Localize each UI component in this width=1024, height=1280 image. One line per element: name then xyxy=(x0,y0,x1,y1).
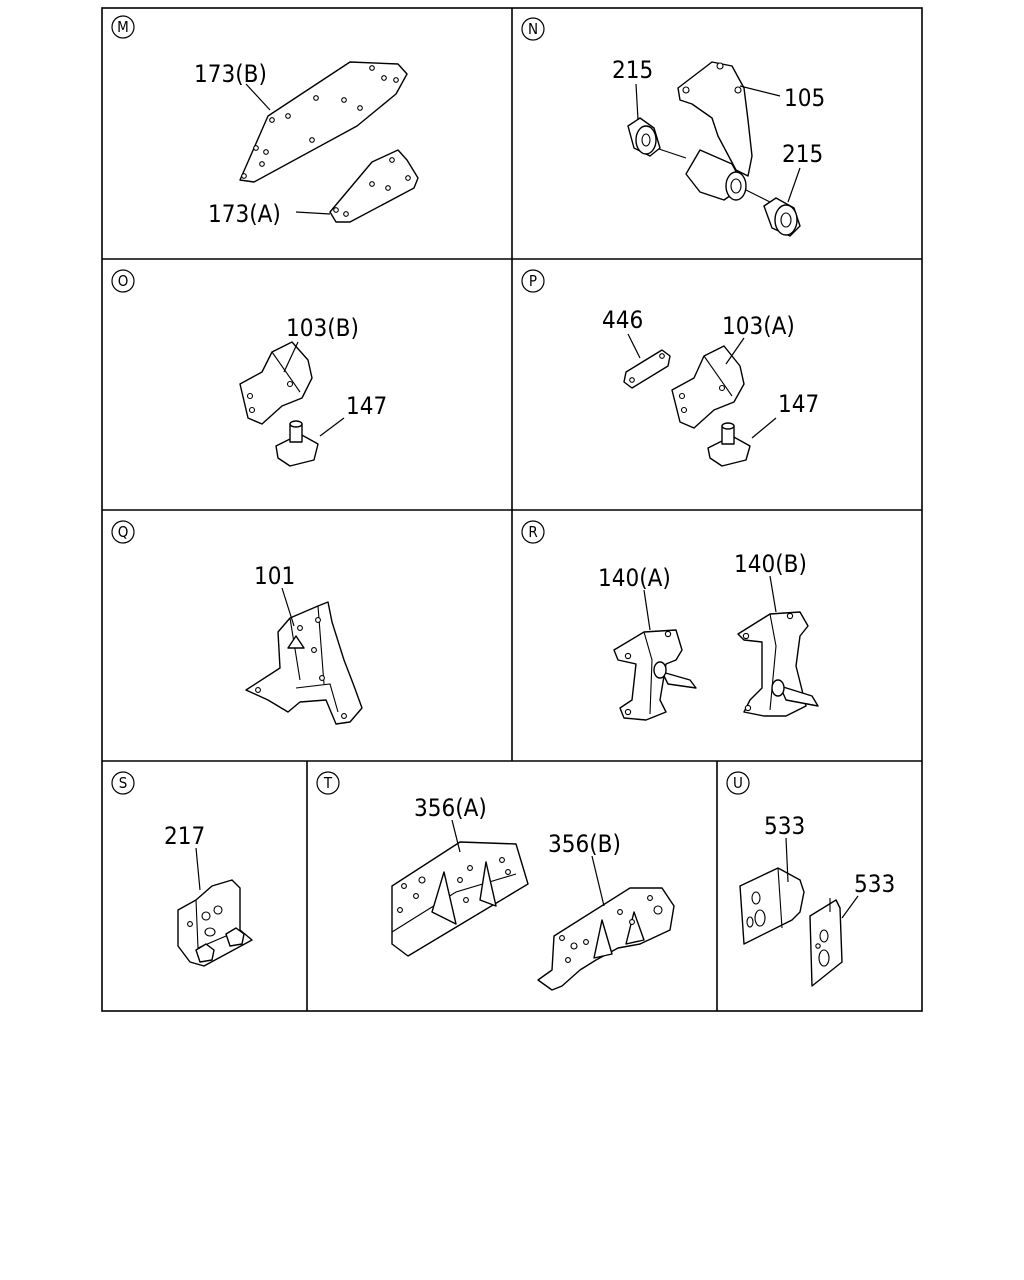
leader-147-p xyxy=(751,417,777,439)
mount-140b-drawing xyxy=(737,611,819,717)
callout-215-left: 215 xyxy=(612,56,653,84)
leader-103b xyxy=(283,341,299,373)
panel-badge-u: U xyxy=(726,771,750,795)
panel-id: T xyxy=(323,774,333,792)
gusset-356b-drawing xyxy=(537,887,675,991)
callout-140b: 140(B) xyxy=(734,550,807,578)
leader-533-right xyxy=(841,895,859,919)
gusset-356a-drawing xyxy=(391,841,529,957)
panel-id: Q xyxy=(118,523,129,541)
callout-140a: 140(A) xyxy=(598,564,671,592)
panel-id: U xyxy=(733,774,743,792)
leader-173a xyxy=(295,211,331,215)
plate-173a-drawing xyxy=(329,149,419,223)
leader-140b xyxy=(769,575,777,613)
callout-103b: 103(B) xyxy=(286,314,359,342)
panel-badge-q: Q xyxy=(111,520,135,544)
leader-215-right xyxy=(787,167,801,203)
callout-103a: 103(A) xyxy=(722,312,795,340)
callout-173a: 173(A) xyxy=(208,200,281,228)
panel-grid xyxy=(101,7,923,1012)
leader-446 xyxy=(627,333,641,359)
callout-101: 101 xyxy=(254,562,295,590)
leader-215-left xyxy=(635,83,639,121)
panel-badge-m: M xyxy=(111,15,135,39)
leader-101 xyxy=(281,587,295,627)
callout-356b: 356(B) xyxy=(548,830,621,858)
callout-356a: 356(A) xyxy=(414,794,487,822)
bushing-215-left-drawing xyxy=(627,117,661,157)
callout-147-o: 147 xyxy=(346,392,387,420)
leader-147-o xyxy=(319,417,345,437)
bracket-103b-drawing xyxy=(239,341,313,425)
panel-id: S xyxy=(119,774,128,792)
callout-533-left: 533 xyxy=(764,812,805,840)
bracket-101-drawing xyxy=(245,601,363,725)
callout-173b: 173(B) xyxy=(194,60,267,88)
panel-id: M xyxy=(117,18,129,36)
leader-140a xyxy=(643,589,651,631)
mount-147-p-drawing xyxy=(707,422,751,467)
panel-badge-t: T xyxy=(316,771,340,795)
callout-105: 105 xyxy=(784,84,825,112)
bracket-533-left-drawing xyxy=(739,867,805,945)
panel-id: N xyxy=(528,20,538,38)
leader-103a xyxy=(725,337,745,365)
panel-badge-p: P xyxy=(521,269,545,293)
panel-badge-o: O xyxy=(111,269,135,293)
callout-446: 446 xyxy=(602,306,643,334)
bracket-103a-drawing xyxy=(671,345,745,429)
panel-id: P xyxy=(529,272,537,290)
panel-badge-s: S xyxy=(111,771,135,795)
callout-533-right: 533 xyxy=(854,870,895,898)
plate-173b-drawing xyxy=(239,61,408,183)
leader-356a xyxy=(451,819,461,853)
bracket-217-drawing xyxy=(177,879,253,967)
leader-173b xyxy=(245,83,271,111)
leader-533-left xyxy=(785,837,789,883)
panel-badge-r: R xyxy=(521,520,545,544)
bracket-533-right-drawing xyxy=(809,898,843,987)
callout-147-p: 147 xyxy=(778,390,819,418)
leader-105 xyxy=(739,85,781,97)
leader-217 xyxy=(195,847,201,891)
bushing-215-right-drawing xyxy=(763,197,801,237)
mount-140a-drawing xyxy=(613,629,697,721)
panel-id: O xyxy=(118,272,129,290)
arm-105-drawing xyxy=(655,61,771,203)
mount-147-drawing xyxy=(275,420,319,467)
callout-217: 217 xyxy=(164,822,205,850)
callout-215-right: 215 xyxy=(782,140,823,168)
panel-id: R xyxy=(528,523,537,541)
leader-356b xyxy=(591,855,605,907)
plate-446-drawing xyxy=(623,349,671,389)
panel-badge-n: N xyxy=(521,17,545,41)
